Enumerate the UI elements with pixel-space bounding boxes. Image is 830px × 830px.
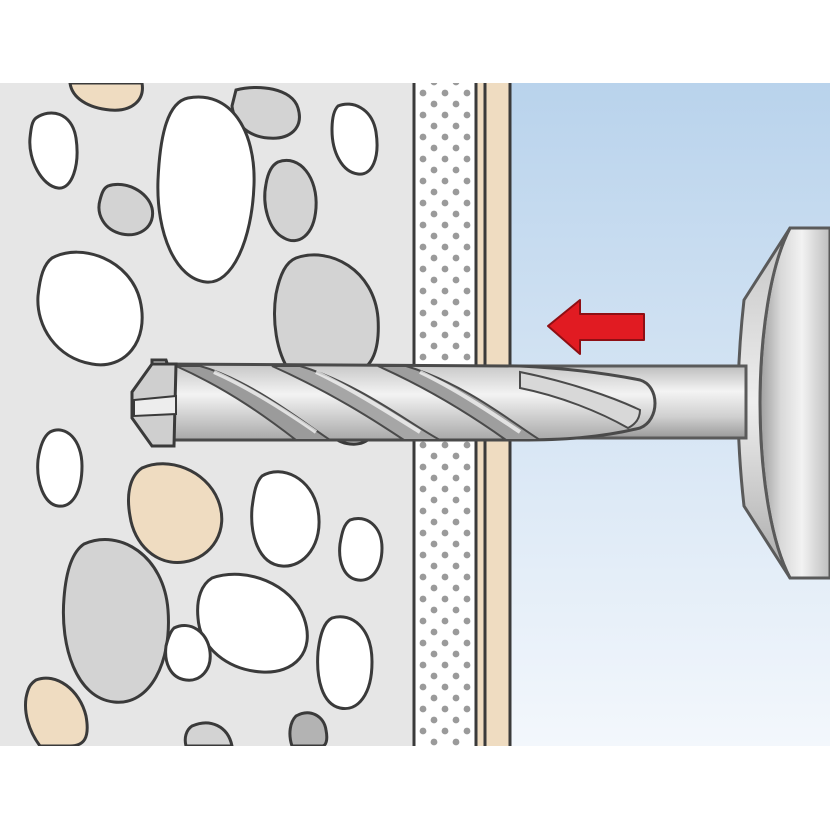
- aggregate-stone: [330, 102, 379, 176]
- drill-bit-tip: [130, 358, 178, 448]
- aggregate-stone: [36, 428, 84, 508]
- aggregate-stone: [61, 538, 170, 704]
- aggregate-stone: [183, 721, 234, 746]
- aggregate-stone: [250, 470, 321, 568]
- drill-bit: [150, 362, 657, 442]
- aggregate-stone: [263, 159, 318, 243]
- aggregate-stones: [24, 83, 384, 746]
- aggregate-stone: [36, 250, 144, 367]
- aggregate-stone: [24, 676, 89, 746]
- aggregate-stone: [127, 462, 224, 564]
- aggregate-stone: [316, 615, 374, 711]
- aggregate-stone: [28, 111, 79, 190]
- aggregate-stone: [68, 83, 144, 112]
- aggregate-stone: [288, 711, 329, 746]
- aggregate-stone: [338, 517, 384, 582]
- aggregate-stone: [196, 572, 309, 674]
- drill-chuck: [736, 226, 830, 580]
- aggregate-stone: [164, 624, 212, 682]
- aggregate-stone: [97, 183, 155, 237]
- aggregate-stone: [156, 95, 256, 284]
- arrow-left-icon: [547, 299, 645, 355]
